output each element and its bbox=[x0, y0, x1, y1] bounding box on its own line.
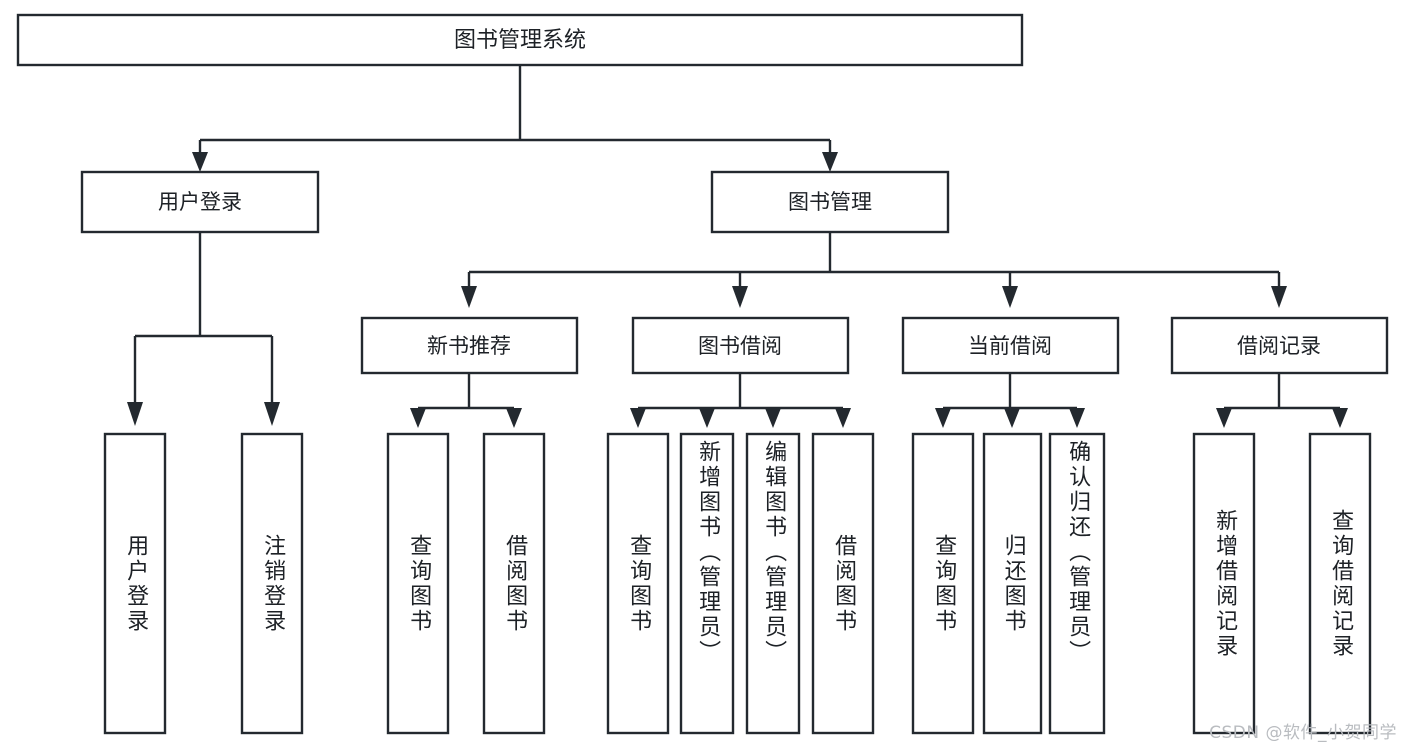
node-user-login-label: 用户登录 bbox=[158, 190, 242, 214]
connector-new-book-recommend-to-leaves bbox=[410, 373, 522, 428]
node-leaf-borrow-book[interactable] bbox=[811, 432, 875, 735]
connector-user-login-to-leaves bbox=[127, 232, 280, 426]
node-leaf-query-book-borrow[interactable] bbox=[606, 432, 670, 735]
node-borrow-record-label: 借阅记录 bbox=[1237, 334, 1321, 358]
node-leaf-add-book[interactable] bbox=[679, 432, 735, 735]
node-root[interactable]: 图书管理系统 bbox=[16, 13, 1024, 67]
node-leaf-edit-book[interactable] bbox=[745, 432, 801, 735]
node-leaf-borrow-book-recommend[interactable] bbox=[482, 432, 546, 735]
node-current-borrow-label: 当前借阅 bbox=[968, 334, 1052, 358]
node-leaf-query-book-recommend[interactable] bbox=[386, 432, 450, 735]
node-leaf-query-book-current[interactable] bbox=[911, 432, 975, 735]
node-user-login[interactable]: 用户登录 bbox=[80, 170, 320, 234]
node-current-borrow[interactable]: 当前借阅 bbox=[901, 316, 1120, 375]
connector-book-borrow-to-leaves bbox=[630, 373, 851, 428]
node-leaf-return-book[interactable] bbox=[982, 432, 1043, 735]
node-root-label: 图书管理系统 bbox=[454, 28, 586, 53]
node-leaf-confirm-return[interactable] bbox=[1048, 432, 1106, 735]
node-book-management-label: 图书管理 bbox=[788, 190, 872, 214]
connector-root-to-level2 bbox=[192, 65, 838, 172]
node-book-borrow[interactable]: 图书借阅 bbox=[631, 316, 850, 375]
node-new-book-recommend[interactable]: 新书推荐 bbox=[360, 316, 579, 375]
node-new-book-recommend-label: 新书推荐 bbox=[427, 334, 511, 358]
node-leaf-logout[interactable] bbox=[240, 432, 304, 735]
node-leaf-add-borrow-record[interactable] bbox=[1192, 432, 1256, 735]
watermark: CSDN @软件_小贺同学 bbox=[1209, 723, 1397, 743]
leaf-rects bbox=[103, 432, 1372, 735]
node-book-management[interactable]: 图书管理 bbox=[710, 170, 950, 234]
connector-current-borrow-to-leaves bbox=[935, 373, 1085, 428]
connector-book-management-to-level3 bbox=[461, 232, 1287, 308]
node-book-borrow-label: 图书借阅 bbox=[698, 334, 782, 358]
connector-borrow-record-to-leaves bbox=[1216, 373, 1348, 428]
node-borrow-record[interactable]: 借阅记录 bbox=[1170, 316, 1389, 375]
node-leaf-user-login[interactable] bbox=[103, 432, 167, 735]
node-leaf-query-borrow-record[interactable] bbox=[1308, 432, 1372, 735]
